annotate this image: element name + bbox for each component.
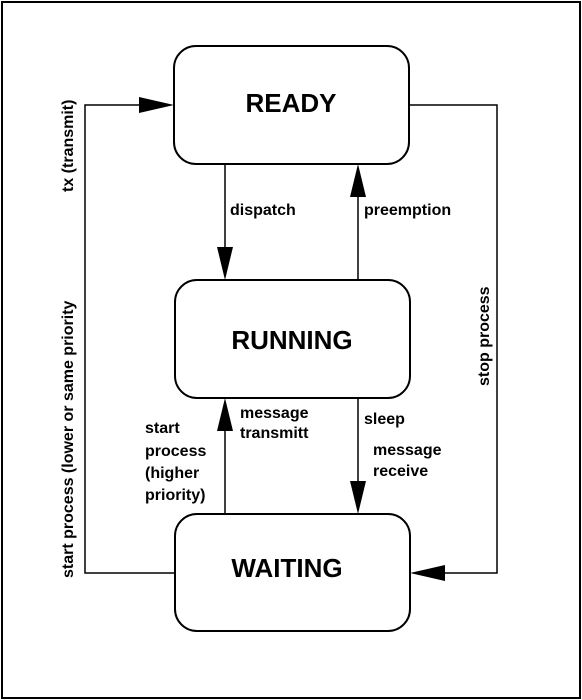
state-ready: READY [173,45,410,165]
edge-stop-process-line [409,104,498,574]
label-preemption: preemption [364,202,451,219]
label-start-process-higher-line-2: process [145,443,206,460]
state-ready-label: READY [245,88,336,118]
edge-dispatch [217,164,233,280]
edge-start-process-lower-line [84,104,175,574]
state-running: RUNNING [174,279,411,399]
edge-preemption-arrowhead [350,164,366,197]
edge-preemption [350,164,366,280]
label-message-receive: message receive [373,442,446,480]
label-dispatch: dispatch [230,202,296,219]
edge-sleep [350,398,366,514]
edge-stop-process-arrowhead [410,565,445,581]
label-start-process-higher-line-1: start [145,420,180,437]
label-stop-process: stop process [476,286,493,386]
label-sleep: sleep [364,411,405,428]
edge-start-process-higher-arrowhead [217,398,233,431]
state-running-label: RUNNING [231,325,352,355]
state-running-box [174,279,411,399]
label-tx-transmit: tx (transmit) [60,100,77,192]
edge-start-process-lower-arrowhead [139,97,174,113]
label-message-transmitt-line-1: message [240,405,309,422]
edge-stop-process [409,104,498,581]
label-start-process-higher-line-4: priority) [145,487,205,504]
edge-sleep-arrowhead [350,481,366,514]
label-message-receive-line-1: message [373,442,442,459]
state-waiting: WAITING [174,513,411,632]
edge-start-process-higher [217,398,233,514]
label-message-receive-line-2: receive [373,463,428,480]
label-start-process-higher-line-3: (higher [145,465,199,482]
label-message-transmitt: message transmitt [240,405,313,442]
label-start-process-lower: start process (lower or same priority [60,300,77,578]
edge-dispatch-arrowhead [217,247,233,280]
label-message-transmitt-line-2: transmitt [240,425,309,442]
state-waiting-label: WAITING [231,553,342,583]
label-start-process-higher: start process (higher priority) [145,420,211,504]
edge-start-process-lower [84,97,175,574]
